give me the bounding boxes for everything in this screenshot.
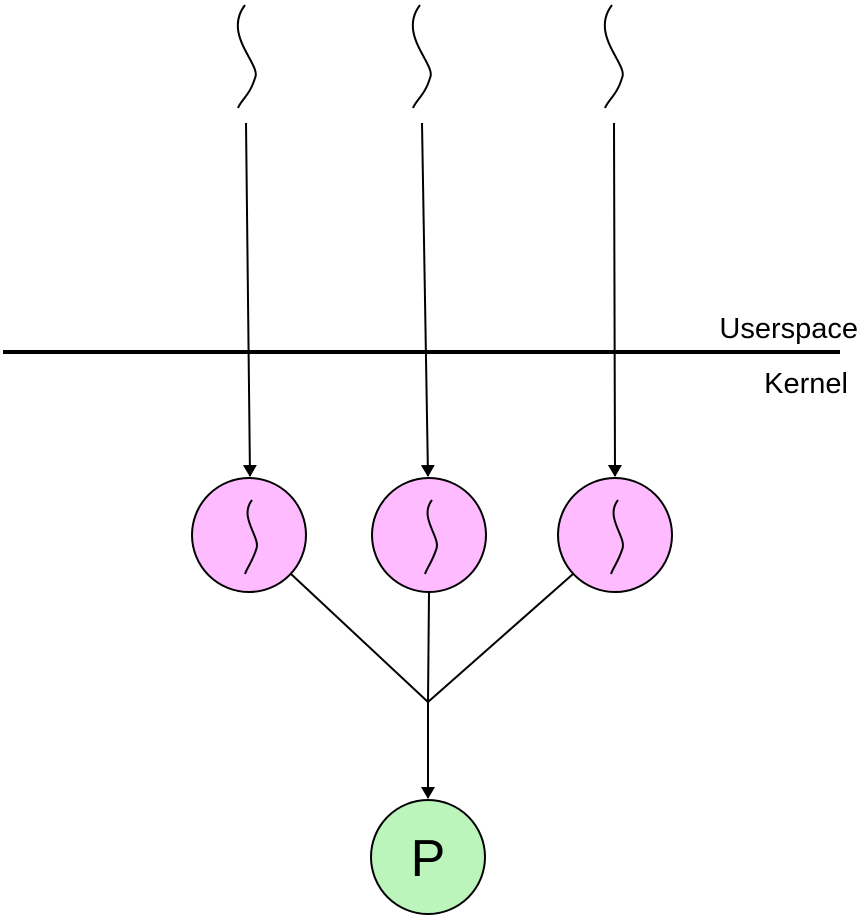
mapping-arrow-1 <box>242 122 257 477</box>
kernel-thread-2 <box>371 477 487 593</box>
kernel-thread-1 <box>191 477 307 593</box>
process-label: P <box>411 830 446 888</box>
mapping-arrow-3 <box>607 122 622 477</box>
mapping-arrow-2 <box>420 122 435 477</box>
kernel-thread-2-squiggle-icon <box>424 499 438 575</box>
user-thread-3-squiggle-icon <box>604 4 624 109</box>
process-node: P <box>370 799 486 915</box>
kernel-thread-1-connector <box>290 573 429 703</box>
kernel-thread-3 <box>557 477 673 593</box>
kernel-thread-3-squiggle-icon <box>610 499 624 575</box>
kernel-thread-3-connector <box>427 573 574 703</box>
kernel-label: Kernel <box>764 368 848 400</box>
kernel-thread-2-connector <box>427 591 430 703</box>
user-thread-1-squiggle-icon <box>237 4 257 109</box>
kernel-thread-1-squiggle-icon <box>244 499 258 575</box>
userspace-label: Userspace <box>719 313 858 345</box>
user-thread-2-squiggle-icon <box>412 4 432 109</box>
